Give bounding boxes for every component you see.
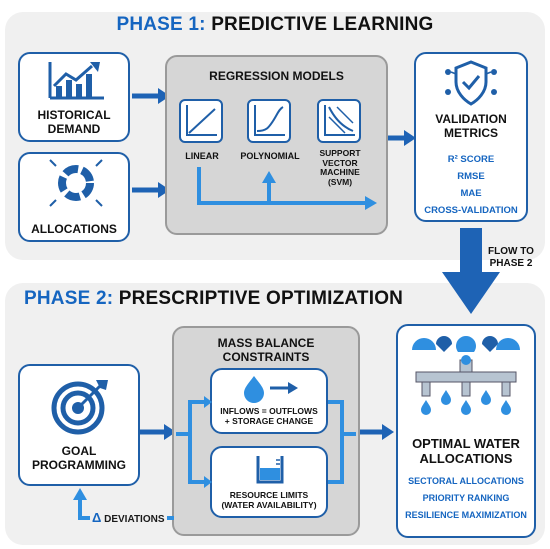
delta-symbol: Δ bbox=[92, 510, 102, 525]
goal-programming-card: GOAL PROGRAMMING bbox=[18, 364, 140, 486]
phase1-title: PHASE 1: PREDICTIVE LEARNING bbox=[116, 14, 434, 35]
regression-models-box: REGRESSION MODELS LINEAR POLYNOMIAL SUPP… bbox=[165, 55, 388, 235]
line-chart-icon bbox=[48, 62, 104, 100]
optimal-allocations-card: OPTIMAL WATER ALLOCATIONS SECTORAL ALLOC… bbox=[396, 324, 536, 538]
mass-balance-box: MASS BALANCE CONSTRAINTS INFLOWS = OUTFL… bbox=[172, 326, 360, 536]
regression-models-title: REGRESSION MODELS bbox=[209, 69, 344, 83]
arrow-goal-to-constraints bbox=[140, 424, 176, 440]
allocations-label: ALLOCATIONS bbox=[31, 222, 117, 236]
svm-model-box bbox=[317, 99, 361, 143]
polynomial-label: POLYNOMIAL bbox=[240, 151, 300, 161]
metric-rmse: RMSE bbox=[457, 171, 485, 182]
shield-check-icon bbox=[445, 60, 497, 106]
linear-graph-icon bbox=[186, 105, 217, 136]
resource-limits-card: RESOURCE LIMITS (WATER AVAILABILITY) bbox=[210, 446, 328, 518]
metric-r2: R² SCORE bbox=[447, 154, 495, 165]
historical-demand-label: HISTORICAL DEMAND bbox=[37, 108, 111, 136]
allocations-card: ALLOCATIONS bbox=[18, 152, 130, 242]
svm-label: SUPPORT VECTOR MACHINE (SVM) bbox=[319, 148, 361, 187]
tank-icon bbox=[256, 456, 284, 484]
metric-mae: MAE bbox=[460, 188, 482, 199]
models-flow-arrow bbox=[197, 167, 377, 210]
mass-balance-title: MASS BALANCE CONSTRAINTS bbox=[217, 336, 315, 364]
pipe-distribution-icon bbox=[412, 336, 520, 415]
sectoral-allocations: SECTORAL ALLOCATIONS bbox=[408, 476, 524, 486]
validation-title: VALIDATION METRICS bbox=[435, 112, 507, 140]
inflows-card: INFLOWS = OUTFLOWS + STORAGE CHANGE bbox=[210, 368, 328, 434]
target-icon bbox=[51, 380, 108, 435]
phase2-title: PHASE 2: PRESCRIPTIVE OPTIMIZATION bbox=[24, 288, 404, 309]
polynomial-graph-icon bbox=[254, 105, 285, 136]
constraints-flow-lines bbox=[176, 396, 356, 488]
resource-limits-label: RESOURCE LIMITS (WATER AVAILABILITY) bbox=[221, 490, 317, 510]
optimal-title: OPTIMAL WATER ALLOCATIONS bbox=[412, 436, 520, 466]
linear-model-box bbox=[179, 99, 223, 143]
resilience-maximization: RESILIENCE MAXIMIZATION bbox=[405, 510, 527, 520]
water-drop-icon bbox=[244, 376, 298, 403]
flow-to-phase2-label: FLOW TO PHASE 2 bbox=[488, 246, 534, 269]
inflows-label: INFLOWS = OUTFLOWS + STORAGE CHANGE bbox=[220, 406, 318, 426]
arrow-constraints-to-optimal bbox=[360, 424, 394, 440]
validation-metrics-card: VALIDATION METRICS R² SCORE RMSE MAE CRO… bbox=[414, 52, 528, 222]
arrow-allocations-to-models bbox=[132, 182, 170, 198]
flow-to-phase2-arrow bbox=[442, 228, 500, 314]
priority-ranking: PRIORITY RANKING bbox=[422, 493, 510, 503]
arrow-models-to-validation bbox=[388, 130, 416, 146]
deviations-label: Δ DEVIATIONS bbox=[90, 510, 167, 525]
goal-programming-label: GOAL PROGRAMMING bbox=[32, 444, 126, 472]
linear-label: LINEAR bbox=[185, 151, 219, 161]
arrow-demand-to-models bbox=[132, 88, 170, 104]
donut-chart-icon bbox=[49, 159, 103, 207]
historical-demand-card: HISTORICAL DEMAND bbox=[18, 52, 130, 142]
svm-graph-icon bbox=[324, 105, 355, 136]
polynomial-model-box bbox=[247, 99, 291, 143]
metric-cross-validation: CROSS-VALIDATION bbox=[424, 205, 518, 216]
